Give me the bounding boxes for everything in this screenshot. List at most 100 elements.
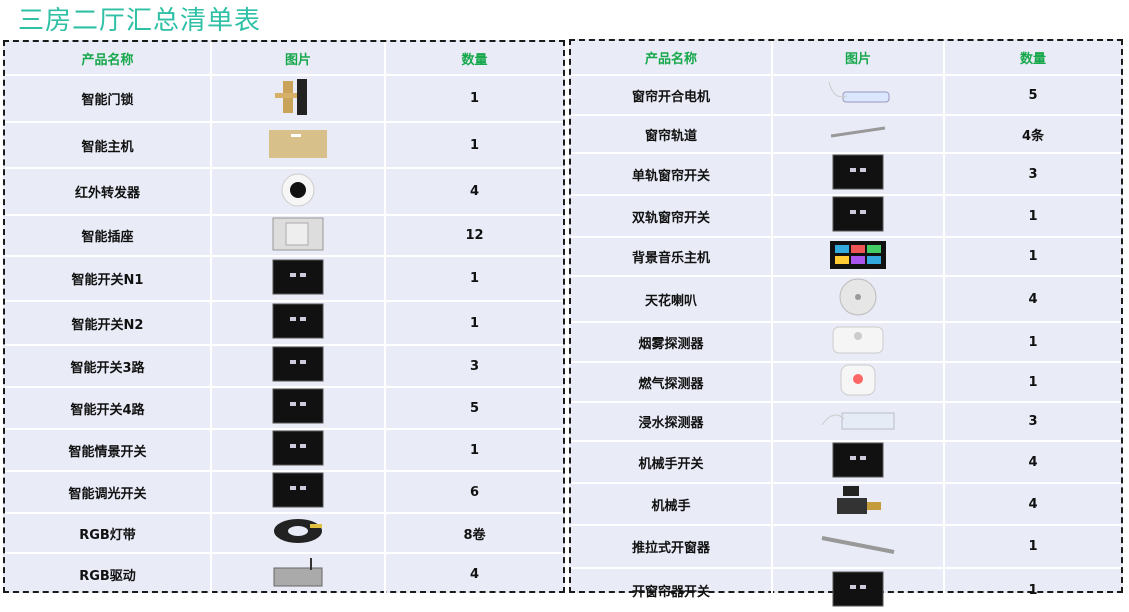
quantity-cell: 3 — [386, 346, 563, 388]
product-image-cell — [773, 569, 945, 612]
quantity-cell: 1 — [945, 526, 1121, 569]
ceiling-speaker-icon — [838, 277, 878, 321]
quantity-cell: 3 — [945, 154, 1121, 196]
header-product-name: 产品名称 — [5, 42, 212, 76]
table-row: 智能开关4路 5 — [5, 388, 563, 430]
product-image-cell — [212, 216, 386, 257]
product-name-cell: 机械手开关 — [571, 442, 773, 484]
header-product-name: 产品名称 — [571, 41, 773, 76]
product-image-cell — [773, 238, 945, 277]
table-row: RGB灯带 8卷 — [5, 514, 563, 554]
product-image-cell — [212, 514, 386, 554]
music-panel-icon — [829, 240, 887, 274]
window-opener-icon — [818, 532, 898, 562]
table-row: 双轨窗帘开关 1 — [571, 196, 1121, 238]
switch-panel-icon — [832, 571, 884, 611]
valve-manipulator-icon — [833, 484, 883, 524]
curtain-rail-icon — [827, 122, 889, 146]
ir-blaster-icon — [279, 171, 317, 213]
product-image-cell — [773, 196, 945, 238]
quantity-cell: 1 — [386, 123, 563, 169]
product-image-cell — [212, 257, 386, 302]
switch-panel-icon — [272, 472, 324, 512]
product-name-cell: 智能主机 — [5, 123, 212, 169]
page-title: 三房二厅汇总清单表 — [18, 6, 262, 36]
quantity-cell: 3 — [945, 403, 1121, 442]
smoke-detector-icon — [827, 323, 889, 361]
product-image-cell — [773, 116, 945, 154]
switch-panel-icon — [832, 196, 884, 236]
product-name-cell: 双轨窗帘开关 — [571, 196, 773, 238]
product-name-cell: 智能调光开关 — [5, 472, 212, 514]
switch-panel-icon — [272, 388, 324, 428]
product-name-cell: RGB灯带 — [5, 514, 212, 554]
quantity-cell: 1 — [386, 257, 563, 302]
switch-panel-icon — [272, 259, 324, 299]
quantity-cell: 1 — [945, 238, 1121, 277]
table-row: 窗帘开合电机 5 — [571, 76, 1121, 116]
product-image-cell — [773, 442, 945, 484]
product-image-cell — [212, 169, 386, 216]
quantity-cell: 8卷 — [386, 514, 563, 554]
product-name-cell: 智能开关N1 — [5, 257, 212, 302]
product-name-cell: 推拉式开窗器 — [571, 526, 773, 569]
product-image-cell — [773, 526, 945, 569]
quantity-cell: 1 — [945, 363, 1121, 403]
product-name-cell: 单轨窗帘开关 — [571, 154, 773, 196]
quantity-cell: 1 — [945, 196, 1121, 238]
quantity-cell: 12 — [386, 216, 563, 257]
quantity-cell: 4 — [945, 484, 1121, 526]
quantity-cell: 1 — [945, 323, 1121, 363]
water-sensor-icon — [818, 407, 898, 437]
switch-panel-icon — [272, 303, 324, 343]
table-row: 智能开关N1 1 — [5, 257, 563, 302]
switch-panel-icon — [272, 346, 324, 386]
product-name-cell: 浸水探测器 — [571, 403, 773, 442]
product-name-cell: 开窗帘器开关 — [571, 569, 773, 612]
quantity-cell: 5 — [945, 76, 1121, 116]
switch-panel-icon — [272, 430, 324, 470]
led-strip-icon — [270, 516, 326, 550]
product-image-cell — [773, 154, 945, 196]
product-image-cell — [212, 472, 386, 514]
table-row: 浸水探测器 3 — [571, 403, 1121, 442]
header-quantity: 数量 — [945, 41, 1121, 76]
product-name-cell: 窗帘轨道 — [571, 116, 773, 154]
table-row: 智能开关3路 3 — [5, 346, 563, 388]
controller-box-icon — [270, 556, 326, 594]
quantity-cell: 1 — [386, 302, 563, 346]
product-image-cell — [212, 346, 386, 388]
table-row: 窗帘轨道 4条 — [571, 116, 1121, 154]
product-image-cell — [212, 554, 386, 595]
curtain-motor-icon — [823, 78, 893, 112]
product-image-cell — [773, 76, 945, 116]
product-image-cell — [212, 123, 386, 169]
switch-panel-icon — [832, 442, 884, 482]
table-row: 推拉式开窗器 1 — [571, 526, 1121, 569]
product-image-cell — [773, 484, 945, 526]
quantity-cell: 5 — [386, 388, 563, 430]
quantity-cell: 4 — [386, 169, 563, 216]
header-image: 图片 — [212, 42, 386, 76]
product-image-cell — [773, 323, 945, 363]
quantity-cell: 4条 — [945, 116, 1121, 154]
product-name-cell: 窗帘开合电机 — [571, 76, 773, 116]
gas-detector-icon — [837, 363, 879, 401]
table-row: 机械手开关 4 — [571, 442, 1121, 484]
product-image-cell — [212, 430, 386, 472]
product-image-cell — [212, 302, 386, 346]
product-name-cell: 智能开关3路 — [5, 346, 212, 388]
quantity-cell: 4 — [945, 442, 1121, 484]
quantity-cell: 1 — [386, 430, 563, 472]
product-name-cell: 智能开关4路 — [5, 388, 212, 430]
